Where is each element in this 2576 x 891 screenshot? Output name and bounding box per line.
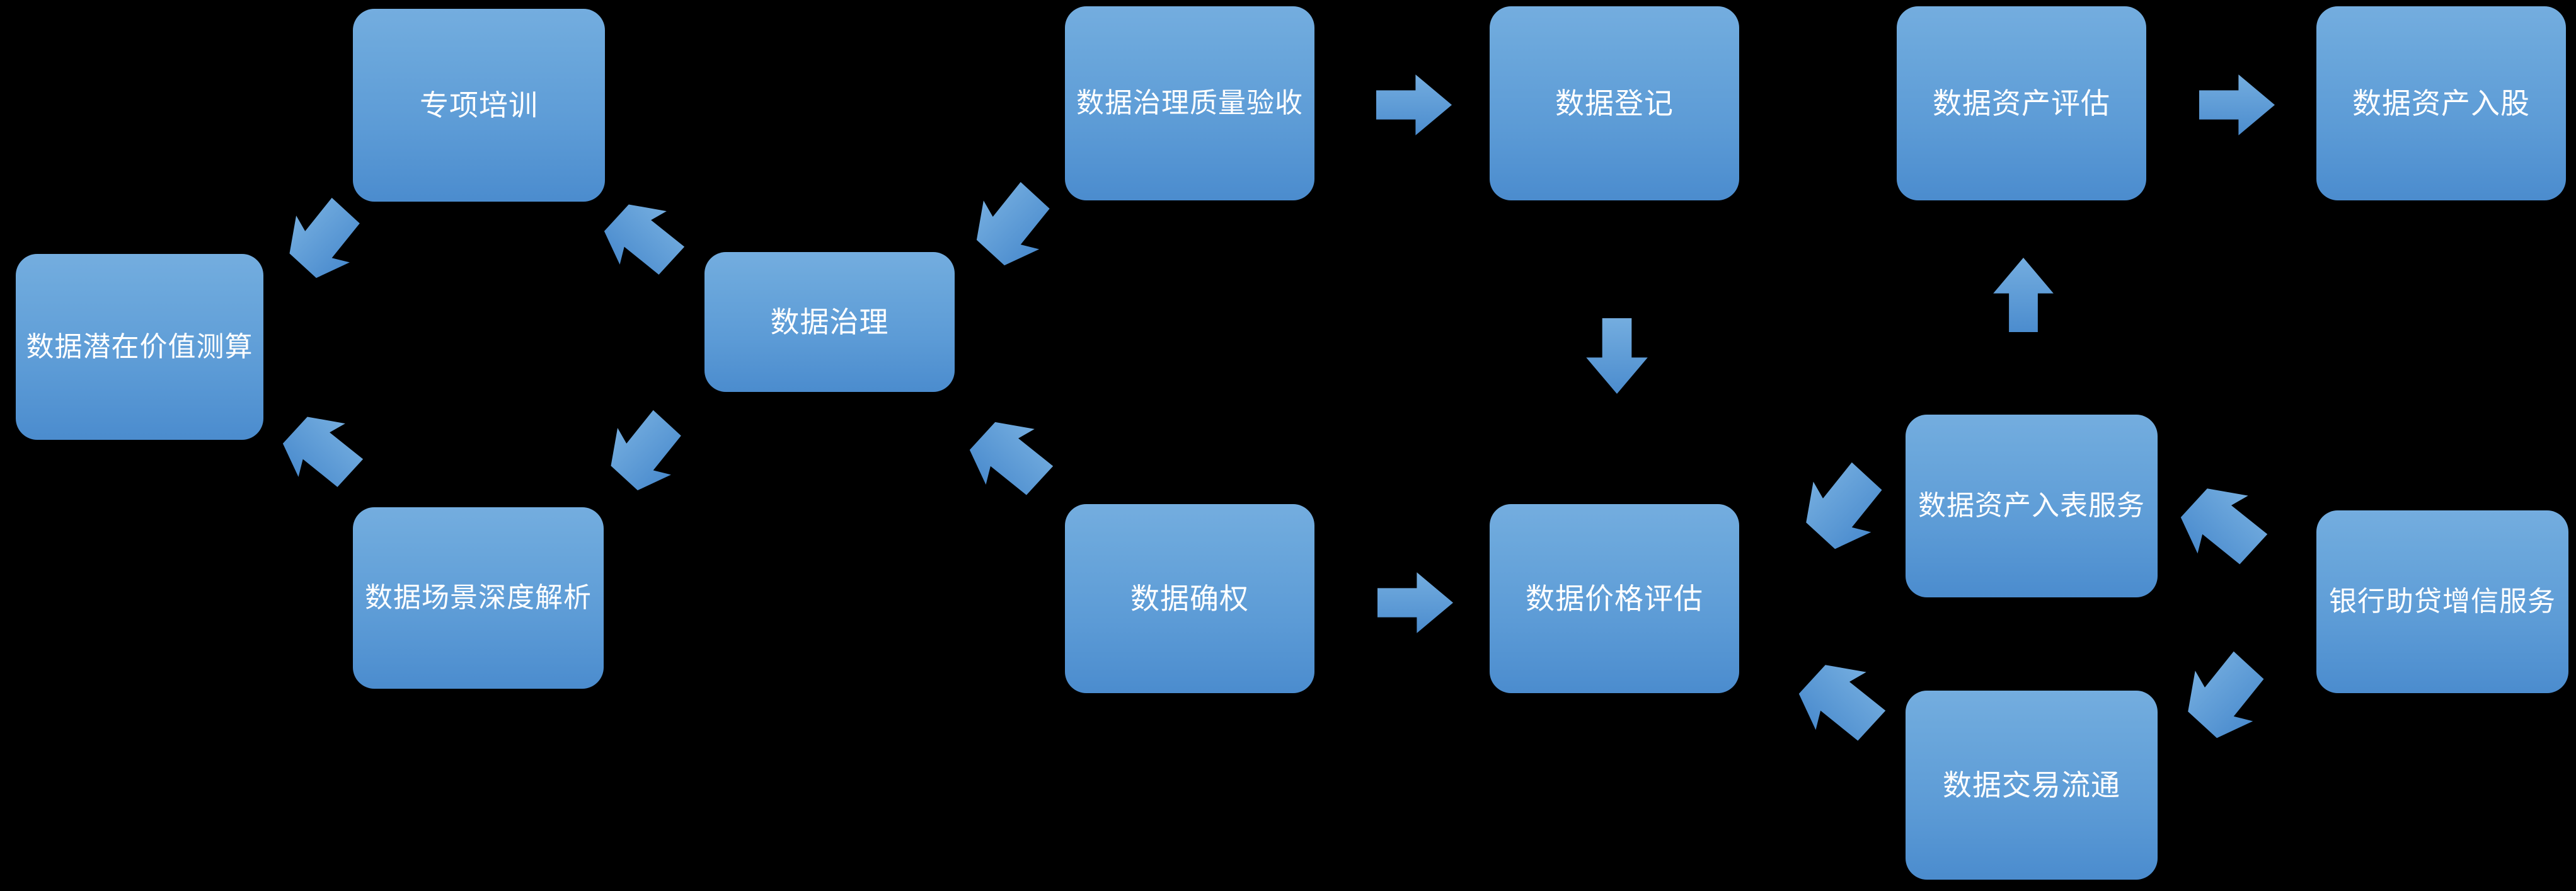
arrow-governance-to-rights-icon [953, 399, 1069, 515]
process-node-label: 数据确权 [1130, 582, 1249, 615]
arrow-pricing-to-sheet-icon [1782, 446, 1902, 566]
process-node-n3[interactable]: 数据场景深度解析 [353, 507, 604, 689]
process-node-label: 数据登记 [1555, 86, 1674, 120]
process-node-n9[interactable]: 数据资产评估 [1897, 6, 2146, 200]
arrow-assessment-to-equity-icon [2199, 72, 2275, 138]
process-node-label: 数据场景深度解析 [365, 582, 592, 614]
process-node-label: 数据价格评估 [1526, 582, 1703, 615]
process-node-label: 数据治理质量验收 [1076, 88, 1303, 119]
arrow-training-to-governance-icon [589, 182, 700, 294]
process-node-n1[interactable]: 数据潜在价值测算 [16, 254, 263, 440]
process-node-n12[interactable]: 数据交易流通 [1906, 691, 2158, 880]
process-node-label: 数据治理 [770, 305, 889, 338]
arrow-pricing-to-trading-icon [1782, 641, 1902, 761]
process-node-n5[interactable]: 数据治理质量验收 [1065, 6, 1314, 200]
process-node-label: 数据资产评估 [1933, 86, 2110, 120]
process-node-label: 银行助贷增信服务 [2329, 586, 2556, 618]
process-node-n4[interactable]: 数据治理 [704, 252, 955, 392]
arrow-quality-to-registration-icon [1376, 72, 1452, 138]
arrow-rights-to-pricing-icon [1377, 570, 1453, 636]
arrow-value-to-training-icon [267, 182, 379, 294]
process-node-n10[interactable]: 数据资产入股 [2316, 6, 2566, 200]
process-node-n13[interactable]: 银行助贷增信服务 [2316, 510, 2568, 693]
process-node-label: 数据资产入表服务 [1918, 490, 2145, 522]
process-node-n8[interactable]: 数据价格评估 [1490, 504, 1739, 693]
arrow-sheet-to-assessment-icon [1991, 258, 2056, 332]
process-node-label: 数据交易流通 [1943, 768, 2120, 802]
arrow-sheet-to-bank-icon [2164, 464, 2284, 585]
process-node-n2[interactable]: 专项培训 [353, 9, 605, 202]
process-node-label: 数据潜在价值测算 [26, 331, 253, 362]
process-node-n11[interactable]: 数据资产入表服务 [1906, 415, 2158, 597]
process-node-n6[interactable]: 数据登记 [1490, 6, 1739, 200]
arrow-scenario-to-governance-icon [589, 394, 700, 506]
process-node-label: 数据资产入股 [2352, 86, 2530, 120]
arrow-value-to-scenario-icon [267, 394, 379, 506]
arrow-governance-to-quality-icon [953, 166, 1069, 282]
arrow-registration-to-pricing-icon [1584, 318, 1650, 394]
arrow-trading-to-bank-icon [2164, 635, 2284, 755]
process-node-label: 专项培训 [420, 88, 538, 122]
process-node-n7[interactable]: 数据确权 [1065, 504, 1314, 693]
